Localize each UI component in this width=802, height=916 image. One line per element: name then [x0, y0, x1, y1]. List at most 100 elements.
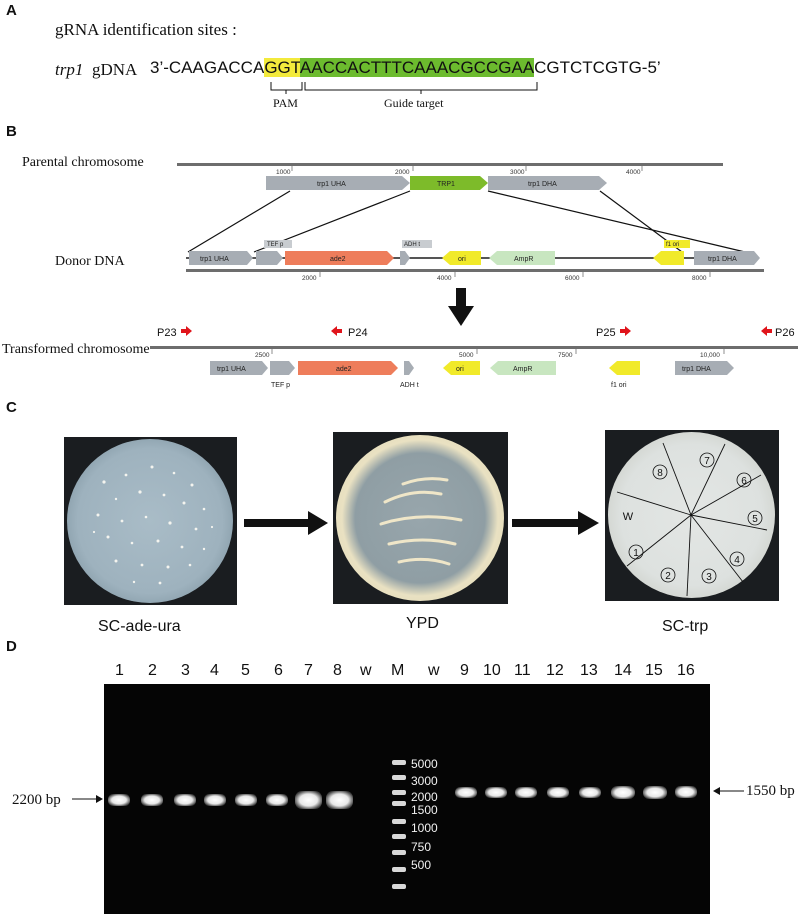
down-arrow-shaft	[456, 288, 466, 308]
parental-tick-3000: 3000	[510, 169, 525, 176]
band-lane-2	[141, 794, 163, 806]
ladder-bands	[392, 760, 406, 889]
ladder-labels: 5000 3000 2000 1500 1000 750 500	[411, 757, 438, 872]
band-lane-5	[235, 794, 257, 806]
band-lane-1	[108, 794, 130, 806]
transformed-tick-2500: 2500	[255, 352, 270, 359]
transformed-ampr-label: AmpR	[513, 366, 532, 373]
sector-plate: 8 7 6 5 4 3 2 1 W	[616, 442, 768, 597]
lane-label: 10	[483, 662, 501, 679]
seq-prefix: 3’-CAAGACCA	[150, 58, 265, 77]
primer-p26-label: P26	[775, 327, 795, 339]
donor-tick-4000: 4000	[437, 275, 452, 282]
lane-label: 12	[546, 662, 564, 679]
parental-trp1-label: TRP1	[437, 181, 455, 188]
lane-label: w	[428, 662, 440, 679]
plate-1-label: SC-ade-ura	[98, 618, 181, 635]
transformed-tef-label: TEF p	[271, 382, 290, 389]
donor-ori-arrow	[442, 251, 481, 265]
sector-label-8: 8	[657, 468, 663, 479]
primer-arrows	[181, 326, 772, 336]
donor-tef-tag	[264, 240, 292, 248]
lane-label: 4	[210, 662, 219, 679]
ladder-label: 5000	[411, 757, 438, 771]
sector-label-7: 7	[704, 456, 710, 467]
parental-trp1-arrow	[410, 176, 488, 190]
parental-chromosome-label: Parental chromosome	[22, 155, 144, 170]
sector-label-w: W	[623, 511, 634, 523]
arrow-c-1	[244, 511, 328, 535]
transformed-ori-label: ori	[456, 366, 464, 373]
band-lane-6	[266, 794, 288, 806]
lane-label: 16	[677, 662, 695, 679]
donor-tick-2000: 2000	[302, 275, 317, 282]
primer-p25-label: P25	[596, 327, 616, 339]
sector-line	[626, 514, 692, 567]
panel-b-map: 1000 2000 3000 4000 trp1 UHA TRP1 trp1 D…	[150, 163, 798, 389]
donor-f1-tag	[664, 240, 690, 248]
transformed-dha-label: trp1 DHA	[682, 366, 711, 373]
right-band-pointer	[713, 787, 744, 795]
down-arrow-head	[448, 306, 474, 326]
donor-tef-arrow	[256, 251, 283, 265]
donor-tick-8000: 8000	[692, 275, 707, 282]
transformed-chromosome-label: Transformed chromosome	[2, 342, 150, 357]
transformed-tick-7500: 7500	[558, 352, 573, 359]
plate-3-label: SC-trp	[662, 618, 709, 635]
donor-adh-arrow	[400, 251, 410, 265]
guide-label: Guide target	[384, 96, 444, 110]
parental-dha-label: trp1 DHA	[528, 181, 557, 188]
donor-uha-label: trp1 UHA	[200, 256, 229, 263]
transformed-tef-arrow	[270, 361, 295, 375]
transformed-ori-arrow	[443, 361, 480, 375]
sector-line	[616, 491, 692, 516]
donor-f1-arrow	[653, 251, 684, 265]
transformed-adh-arrow	[404, 361, 414, 375]
plate-sc-ade-ura	[64, 437, 237, 605]
ladder-label: 750	[411, 840, 431, 854]
pam-label: PAM	[273, 96, 298, 110]
lane-label: 11	[514, 662, 531, 679]
band-lane-16	[675, 786, 697, 798]
sector-label-6: 6	[741, 476, 747, 487]
band-lane-14	[611, 786, 635, 799]
parental-tick-4000: 4000	[626, 169, 641, 176]
ladder-label: 3000	[411, 774, 438, 788]
sector-label-2: 2	[665, 571, 671, 582]
plate-ypd	[333, 432, 508, 604]
gene-name: trp1	[55, 60, 84, 79]
transformed-uha-label: trp1 UHA	[217, 366, 246, 373]
donor-f1-label: f1 ori	[666, 242, 679, 248]
sector-label-4: 4	[734, 555, 740, 566]
lane-label: w	[360, 662, 372, 679]
pam-bracket	[270, 82, 303, 94]
donor-tick-6000: 6000	[565, 275, 580, 282]
primer-p24-label: P24	[348, 327, 368, 339]
lane-label: 9	[460, 662, 469, 679]
parental-ticks: 1000 2000 3000 4000	[276, 166, 643, 176]
band-lane-3	[174, 794, 196, 806]
left-bands	[108, 791, 353, 809]
primer-p23-arrow	[181, 326, 192, 336]
lane-labels: 1 2 3 4 5 6 7 8 w M w 9 10 11 12 13 14 1…	[0, 662, 802, 684]
transformed-tick-5000: 5000	[459, 352, 474, 359]
parental-backbone	[177, 163, 723, 166]
primer-p25-arrow	[620, 326, 631, 336]
lane-label-marker: M	[391, 662, 405, 679]
ladder-label: 1500	[411, 803, 438, 817]
donor-adh-label: ADH t	[404, 242, 420, 248]
donor-scale-bar	[186, 269, 764, 272]
lane-label: 6	[274, 662, 283, 679]
donor-ade2-arrow	[285, 251, 394, 265]
lane-label: 8	[333, 662, 342, 679]
donor-ampr-arrow	[489, 251, 555, 265]
pam-sequence: GGT	[264, 58, 300, 77]
primer-p23-label: P23	[157, 327, 177, 339]
left-band-size-label: 2200 bp	[12, 792, 61, 808]
lane-label: 14	[614, 662, 632, 679]
ladder-label: 1000	[411, 821, 438, 835]
sector-line	[690, 443, 726, 516]
parental-uha-arrow	[266, 176, 410, 190]
panel-a-letter: A	[6, 2, 17, 19]
donor-uha-arrow	[189, 251, 253, 265]
